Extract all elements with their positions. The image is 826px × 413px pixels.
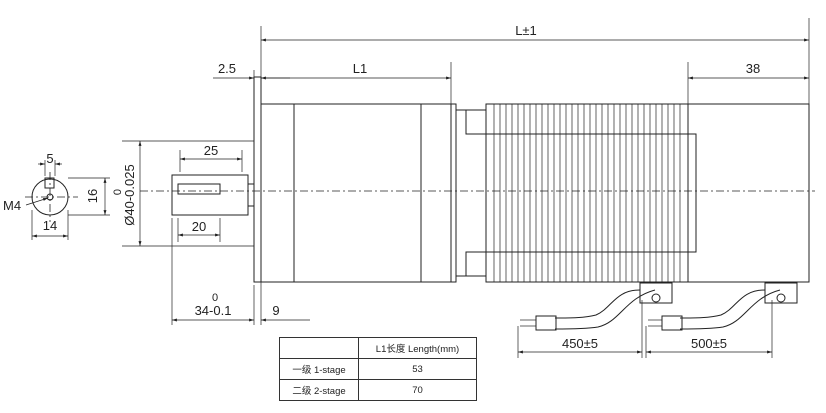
key-length-label: 20 — [192, 219, 206, 234]
encoder-housing — [687, 103, 810, 283]
table-header: L1长度 Length(mm) — [358, 337, 477, 359]
front-size-tol-label: 0 — [212, 292, 218, 304]
table-row-value: 53 — [358, 358, 477, 380]
table-row: 二级 2-stage 70 — [279, 379, 477, 401]
shaft-diameter-tol-label: 0 — [112, 189, 124, 195]
flange-thickness-label: 2.5 — [218, 61, 236, 76]
shaft-dia-front-label: 14 — [43, 218, 57, 233]
table-row-label: 一级 1-stage — [279, 358, 359, 380]
shaft-key — [177, 183, 221, 195]
front-offset-label: 9 — [272, 303, 279, 318]
diameter-dimension: 0 Ø40-0.025 — [112, 140, 254, 247]
output-shaft: 25 20 — [171, 143, 255, 242]
cable-2 — [648, 282, 798, 331]
front-size-label: 34-0.1 — [195, 303, 232, 318]
body-length-label: L1 — [353, 61, 367, 76]
table-row: 一级 1-stage 53 — [279, 358, 477, 380]
flange — [253, 76, 262, 283]
encoder-length-label: 38 — [746, 61, 760, 76]
motor-body — [260, 103, 487, 283]
front-view: 5 16 14 M4 — [3, 151, 110, 240]
length-table: L1长度 Length(mm) 一级 1-stage 53 二级 2-stage… — [279, 337, 477, 401]
overall-length-label: L±1 — [515, 23, 537, 38]
key-width-label: 5 — [46, 151, 53, 166]
shaft-length-label: 25 — [204, 143, 218, 158]
finned-section — [485, 103, 689, 283]
cable1-length-label: 450±5 — [562, 336, 598, 351]
cable2-length-label: 500±5 — [691, 336, 727, 351]
thread-label: M4 — [3, 198, 21, 213]
table-row-value: 70 — [358, 379, 477, 401]
shaft-diameter-label: Ø40-0.025 — [122, 164, 137, 225]
table-row-label: 二级 2-stage — [279, 379, 359, 401]
shaft-height-label: 16 — [85, 189, 100, 203]
cable-1 — [520, 282, 673, 331]
cooling-fins — [493, 104, 681, 282]
table-header-row: L1长度 Length(mm) — [279, 337, 477, 359]
keyway — [44, 177, 55, 189]
